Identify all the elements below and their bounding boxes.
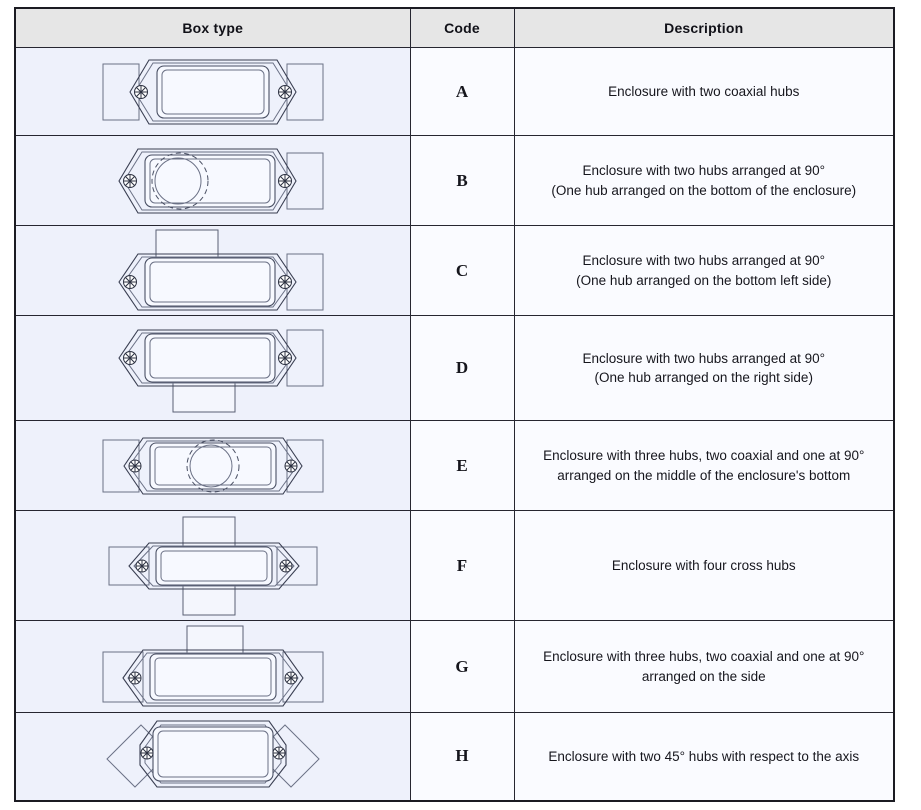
- table-row: G Enclosure with three hubs, two coaxial…: [14, 620, 895, 713]
- description-line: Enclosure with three hubs, two coaxial a…: [543, 649, 865, 665]
- table-row: F Enclosure with four cross hubs: [14, 510, 895, 621]
- column-header-box-type: Box type: [14, 7, 411, 48]
- code-cell-h: H: [409, 712, 515, 801]
- box-type-figure-cell-g: [14, 620, 411, 713]
- description-line: arranged on the side: [641, 668, 766, 684]
- enclosure-two-hubs-90-bottom-icon: [118, 147, 324, 214]
- description-line: (One hub arranged on the bottom of the e…: [551, 182, 857, 198]
- description-line: arranged on the middle of the enclosure'…: [557, 467, 851, 483]
- description-line: (One hub arranged on the right side): [594, 370, 813, 385]
- box-type-figure-cell-a: [14, 47, 411, 136]
- code-cell-f: F: [409, 510, 515, 621]
- table-row: H Enclosure with two 45° hubs with respe…: [14, 712, 895, 801]
- code-cell-a: A: [409, 47, 515, 136]
- code-cell-g: G: [409, 620, 515, 713]
- code-cell-b: B: [409, 135, 515, 226]
- code-cell-e: E: [409, 420, 515, 511]
- box-type-table: Box type Code Description: [14, 7, 895, 802]
- description-cell-f: Enclosure with four cross hubs: [513, 510, 895, 621]
- box-type-figure-cell-d: [14, 315, 411, 421]
- description-line: Enclosure with four cross hubs: [611, 557, 796, 573]
- description-cell-c: Enclosure with two hubs arranged at 90° …: [513, 225, 895, 316]
- enclosure-two-45-hubs-icon: [106, 720, 320, 788]
- column-header-description: Description: [513, 7, 895, 48]
- box-type-figure-cell-h: [14, 712, 411, 801]
- description-cell-b: Enclosure with two hubs arranged at 90° …: [513, 135, 895, 226]
- box-type-figure-cell-f: [14, 510, 411, 621]
- description-cell-a: Enclosure with two coaxial hubs: [513, 47, 895, 136]
- table-row: E Enclosure with three hubs, two coaxial…: [14, 420, 895, 511]
- description-cell-h: Enclosure with two 45° hubs with respect…: [513, 712, 895, 801]
- enclosure-two-coaxial-hubs-icon: [102, 58, 324, 125]
- enclosure-three-hubs-middle-bottom-icon: [102, 436, 324, 495]
- box-type-figure-cell-c: [14, 225, 411, 316]
- description-cell-d: Enclosure with two hubs arranged at 90° …: [513, 315, 895, 421]
- description-line: Enclosure with two 45° hubs with respect…: [548, 748, 860, 764]
- description-line: Enclosure with two coaxial hubs: [608, 83, 800, 99]
- description-cell-g: Enclosure with three hubs, two coaxial a…: [513, 620, 895, 713]
- description-cell-e: Enclosure with three hubs, two coaxial a…: [513, 420, 895, 511]
- table-row: C Enclosure with two hubs arranged at 90…: [14, 225, 895, 316]
- header-row: Box type Code Description: [14, 7, 895, 48]
- enclosure-three-hubs-side-icon: [102, 625, 324, 707]
- code-cell-c: C: [409, 225, 515, 316]
- enclosure-two-hubs-90-right-icon: [118, 329, 324, 413]
- enclosure-four-cross-hubs-icon: [108, 516, 318, 615]
- description-line: Enclosure with two hubs arranged at 90°: [582, 163, 826, 179]
- enclosure-two-hubs-90-bottom-left-icon: [118, 229, 324, 311]
- table-header: Box type Code Description: [14, 7, 895, 48]
- description-line: Enclosure with two hubs arranged at 90°: [582, 350, 826, 366]
- description-line: Enclosure with two hubs arranged at 90°: [582, 253, 826, 269]
- table-row: D Enclosure with two hubs arranged at 90…: [14, 315, 895, 421]
- table-body: A Enclosure with two coaxial hubs: [14, 47, 895, 801]
- description-line: (One hub arranged on the bottom left sid…: [576, 272, 832, 288]
- table-row: B Enclosure with two hubs arranged at 90…: [14, 135, 895, 226]
- description-line: Enclosure with three hubs, two coaxial a…: [543, 448, 865, 464]
- table-row: A Enclosure with two coaxial hubs: [14, 47, 895, 136]
- column-header-code: Code: [409, 7, 515, 48]
- code-cell-d: D: [409, 315, 515, 421]
- box-type-figure-cell-e: [14, 420, 411, 511]
- box-type-figure-cell-b: [14, 135, 411, 226]
